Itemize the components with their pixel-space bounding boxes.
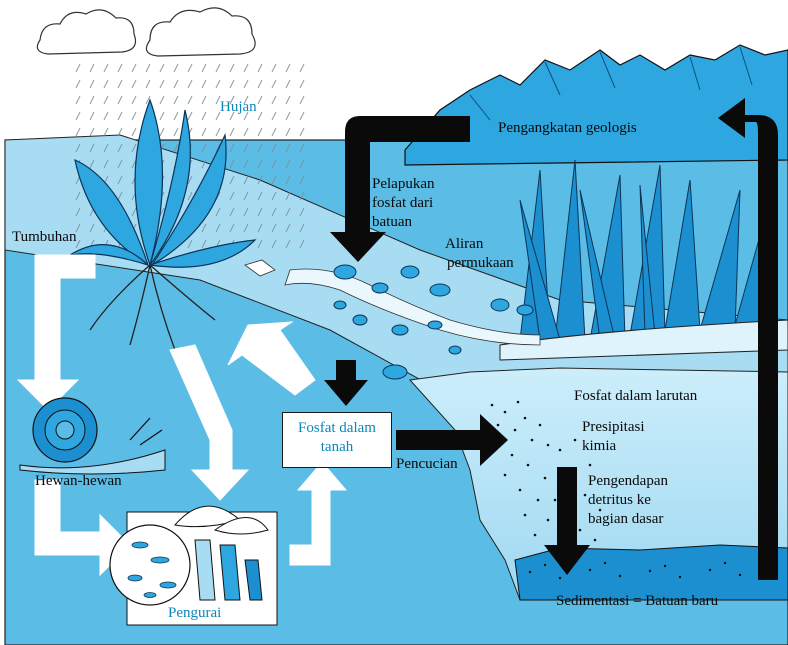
reed-icon (519, 159, 771, 341)
soil-phosphate-box: Fosfat dalam tanah (282, 412, 392, 468)
label-plants: Tumbuhan (12, 229, 77, 245)
weathering-arrow (330, 116, 470, 262)
label-geological-uplift: Pengangkatan geologis (498, 120, 637, 136)
pebble-icon (333, 264, 534, 380)
uplift-arrow (718, 98, 778, 580)
leaching-arrow (396, 414, 508, 466)
label-sedimentation: Sedimentasi = Batuan baru (556, 593, 719, 609)
label-chemical-precipitation: Presipitasi kimia (582, 419, 645, 454)
soil-down-arrow (324, 360, 368, 406)
label-animals: Hewan-hewan (35, 473, 122, 489)
label-leaching: Pencucian (396, 456, 458, 472)
precipitation-dots (490, 400, 602, 542)
settling-arrow (544, 467, 590, 575)
mountain-icon (404, 44, 788, 166)
plant-icon (69, 98, 257, 351)
black-arrows (324, 98, 778, 580)
label-weathering: Pelapukan fosfat dari batuan (372, 176, 435, 230)
snail-icon (19, 397, 166, 475)
white-cycle-arrows (16, 254, 348, 577)
label-dissolved-phosphate: Fosfat dalam larutan (574, 388, 698, 404)
label-runoff: Aliran permukaan (445, 236, 514, 271)
surface-runoff-stream (284, 268, 541, 346)
label-detritus-settling: Pengendapan detritus ke bagian dasar (588, 473, 668, 527)
mushroom-icon (174, 505, 269, 601)
cloud-icon (36, 7, 256, 57)
label-decomposers: Pengurai (168, 605, 222, 621)
label-rain: Hujan (220, 99, 257, 115)
